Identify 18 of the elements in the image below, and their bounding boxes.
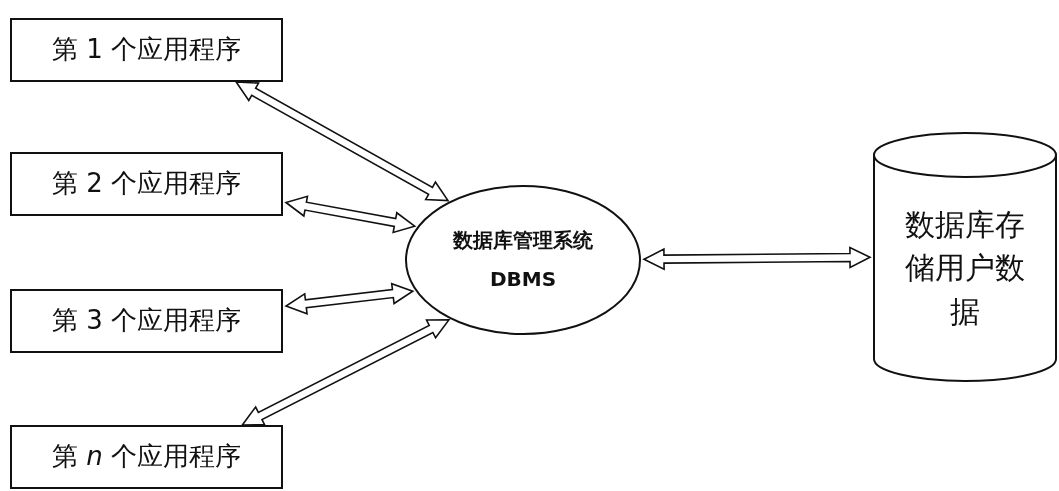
double-arrow	[240, 319, 451, 426]
double-arrow	[284, 195, 417, 234]
process-box	[10, 18, 283, 82]
double-arrow	[234, 81, 450, 202]
process-box	[10, 425, 283, 489]
system-title: 数据库管理系统	[453, 227, 593, 254]
process-box	[10, 152, 283, 216]
database-label: 数据库存储用户数据	[904, 205, 1026, 331]
double-arrow	[284, 282, 415, 315]
process-box	[10, 289, 283, 353]
application-label: 第 2 个应用程序	[51, 167, 242, 201]
system-abbreviation: DBMS	[489, 266, 557, 293]
application-label: 第 n 个应用程序	[52, 440, 241, 474]
double-arrow	[642, 246, 872, 271]
application-label: 第 1 个应用程序	[51, 33, 242, 67]
system-ellipse	[405, 185, 641, 335]
database-cylinder	[873, 133, 1057, 381]
application-label: 第 3 个应用程序	[51, 304, 242, 338]
